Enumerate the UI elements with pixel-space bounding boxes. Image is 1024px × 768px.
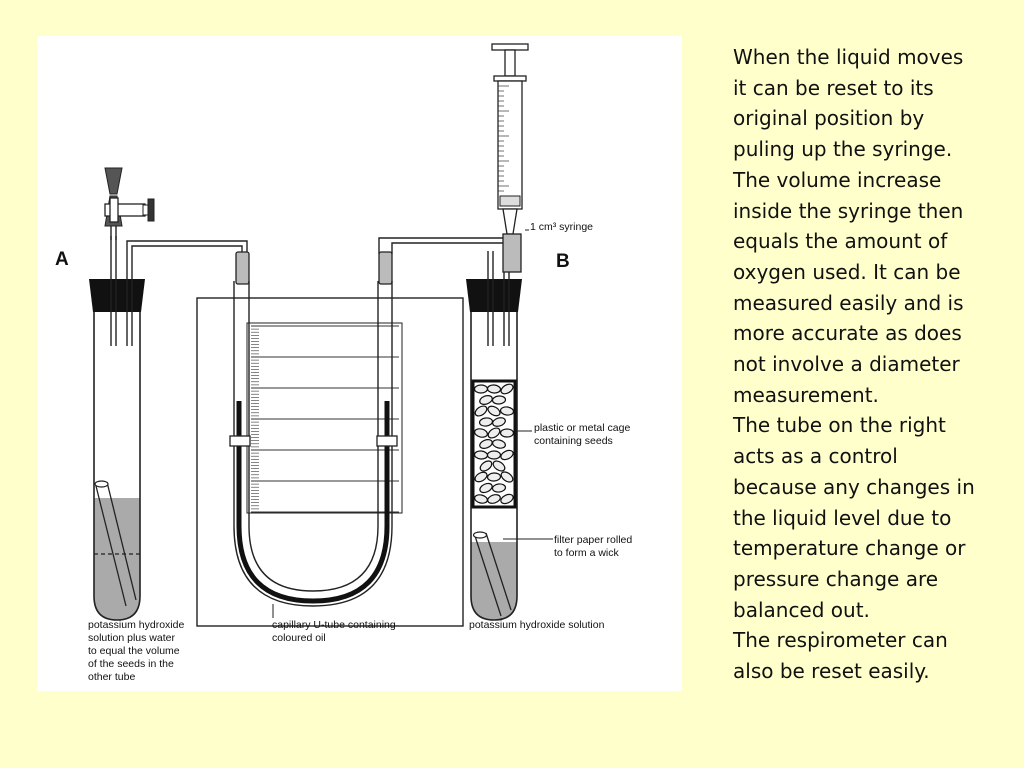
paragraph-control: The tube on the right acts as a control … (733, 413, 975, 622)
label-wick-2: to form a wick (554, 547, 620, 559)
label-cage-2: containing seeds (534, 435, 613, 447)
diagram-drawing: A B 1 cm³ syringe plastic or metal cage … (55, 43, 632, 683)
tube-a-wick (94, 480, 137, 607)
explanation-text: When the liquid moves it can be reset to… (733, 42, 983, 687)
tube-b (466, 251, 522, 621)
label-syringe: 1 cm³ syringe (530, 221, 593, 233)
label-koh-a-3: to equal the volume (88, 645, 180, 657)
tube-b-liquid (471, 542, 517, 620)
label-koh-b: potassium hydroxide solution (469, 619, 605, 631)
paragraph-reset: When the liquid moves it can be reset to… (733, 45, 964, 407)
tube-a-liquid (94, 498, 140, 620)
tube-a (89, 167, 248, 621)
label-b: B (556, 251, 570, 272)
label-cage-1: plastic or metal cage (534, 422, 630, 434)
scale-ticks (251, 325, 399, 513)
label-koh-a-2: solution plus water (88, 632, 175, 644)
respirometer-diagram: A B 1 cm³ syringe plastic or metal cage … (37, 36, 682, 691)
screw-clip (104, 167, 155, 240)
tube-b-wick (472, 531, 512, 617)
label-wick-1: filter paper rolled (554, 534, 632, 546)
label-koh-a-1: potassium hydroxide (88, 619, 184, 631)
tube-b-bung (466, 279, 522, 312)
label-koh-a-4: of the seeds in the (88, 658, 174, 670)
capillary-u-tube (229, 251, 398, 607)
coloured-oil (236, 401, 390, 604)
paragraph-reset-easily: The respirometer can also be reset easil… (733, 628, 948, 684)
label-koh-a-5: other tube (88, 671, 135, 683)
label-a: A (55, 249, 69, 270)
label-utube-2: coloured oil (272, 632, 326, 644)
syringe (491, 43, 529, 273)
label-utube-1: capillary U-tube containing (272, 619, 396, 631)
seed-cage (471, 379, 517, 509)
tube-a-bung (89, 279, 145, 312)
